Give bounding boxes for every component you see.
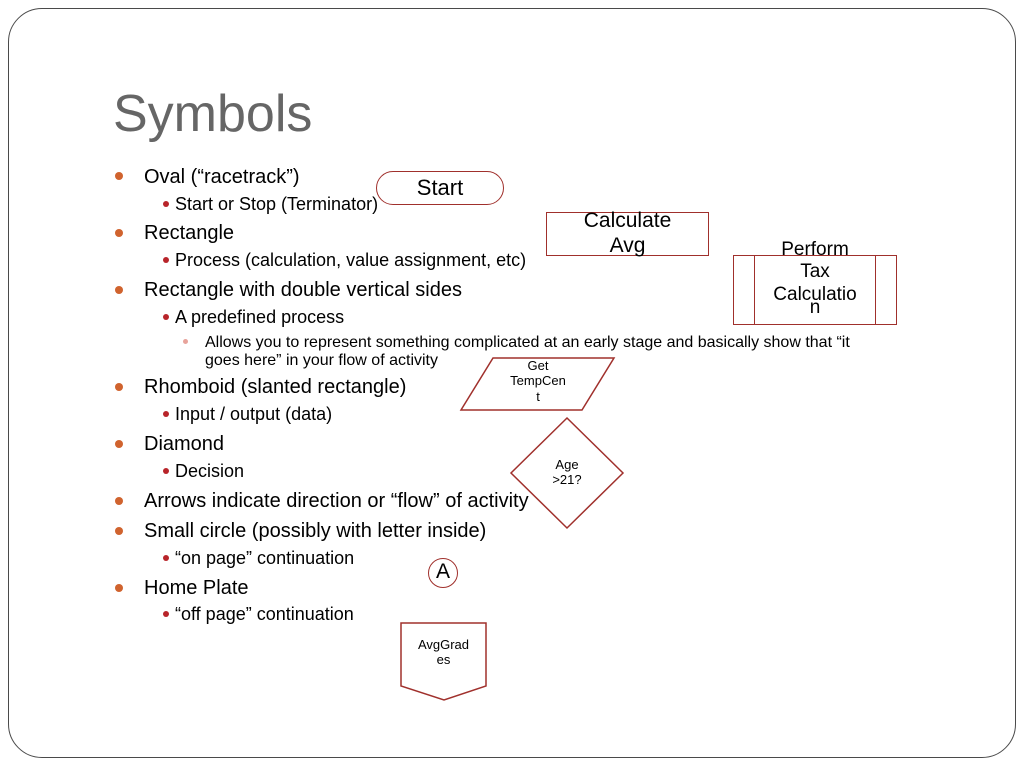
bullet-dot — [183, 339, 188, 344]
bullet-allows-2: goes here” in your flow of activity — [205, 352, 438, 369]
connector-circle-shape — [428, 558, 458, 588]
decision-label: Age >21? — [527, 457, 607, 488]
predefined-label-line: n — [809, 297, 821, 319]
off-page-label: AvgGrad es — [401, 637, 486, 668]
bullet-oval: Oval (“racetrack”) — [144, 166, 300, 188]
bullet-terminator: Start or Stop (Terminator) — [175, 194, 379, 214]
bullet-rhomboid: Rhomboid (slanted rectangle) — [144, 376, 407, 398]
bullet-off-page: “off page” continuation — [175, 604, 354, 624]
bullet-dot — [115, 584, 123, 592]
bullet-dot — [163, 555, 169, 561]
io-label-line: TempCen — [510, 373, 566, 389]
io-label-line: t — [536, 388, 540, 404]
process-label-line: Avg — [609, 233, 646, 257]
bullet-allows-1: Allows you to represent something compli… — [205, 334, 850, 351]
decision-label-line: >21? — [552, 472, 582, 488]
predefined-label: Perform Tax Calculatio n — [733, 239, 897, 320]
bullet-small-circle: Small circle (possibly with letter insid… — [144, 520, 487, 542]
bullet-decision: Decision — [175, 461, 245, 481]
bullet-dot — [163, 257, 169, 263]
terminator-label: Start — [416, 175, 464, 200]
decision-label-line: Age — [555, 457, 579, 472]
off-page-label-line: es — [436, 652, 451, 668]
bullet-dot — [163, 201, 169, 207]
io-rhomboid-shape — [459, 357, 616, 411]
terminator-shape: Start — [376, 171, 504, 205]
bullet-dot — [163, 468, 169, 474]
bullet-dot — [115, 286, 123, 294]
process-label-line: Calculate — [583, 209, 672, 232]
bullet-dot — [115, 440, 123, 448]
io-label: Get TempCen t — [488, 358, 588, 404]
bullet-io: Input / output (data) — [175, 404, 333, 424]
predefined-inner-line-right — [875, 256, 876, 324]
bullet-home-plate: Home Plate — [144, 577, 249, 599]
bullet-dot — [163, 314, 169, 320]
predefined-process-shape — [733, 255, 897, 325]
predefined-label-line: Perform — [781, 239, 849, 260]
bullet-dot — [163, 411, 169, 417]
bullet-on-page: “on page” continuation — [175, 548, 355, 568]
bullet-predefined: A predefined process — [175, 307, 345, 327]
predefined-inner-line-left — [754, 256, 755, 324]
bullet-dot — [115, 229, 123, 237]
slide-title: Symbols — [113, 85, 313, 143]
bullet-dot — [163, 611, 169, 617]
decision-diamond-shape — [509, 416, 625, 530]
bullet-dot — [115, 527, 123, 535]
off-page-home-plate-shape — [400, 622, 487, 701]
bullet-arrows: Arrows indicate direction or “flow” of a… — [144, 490, 529, 512]
bullet-diamond: Diamond — [144, 433, 225, 455]
bullet-process: Process (calculation, value assignment, … — [175, 250, 527, 270]
predefined-label-line: Calculatio — [773, 283, 857, 305]
process-shape — [546, 212, 709, 256]
bullet-double-rect: Rectangle with double vertical sides — [144, 279, 462, 301]
bullet-rectangle: Rectangle — [144, 222, 235, 244]
bullet-dot — [115, 172, 123, 180]
predefined-label-line: Tax — [800, 261, 830, 283]
connector-label: A — [435, 560, 450, 583]
off-page-label-line: AvgGrad — [417, 637, 470, 652]
io-label-line: Get — [527, 358, 549, 373]
bullet-dot — [115, 497, 123, 505]
process-label: Calculate Avg — [546, 209, 709, 259]
bullet-dot — [115, 383, 123, 391]
